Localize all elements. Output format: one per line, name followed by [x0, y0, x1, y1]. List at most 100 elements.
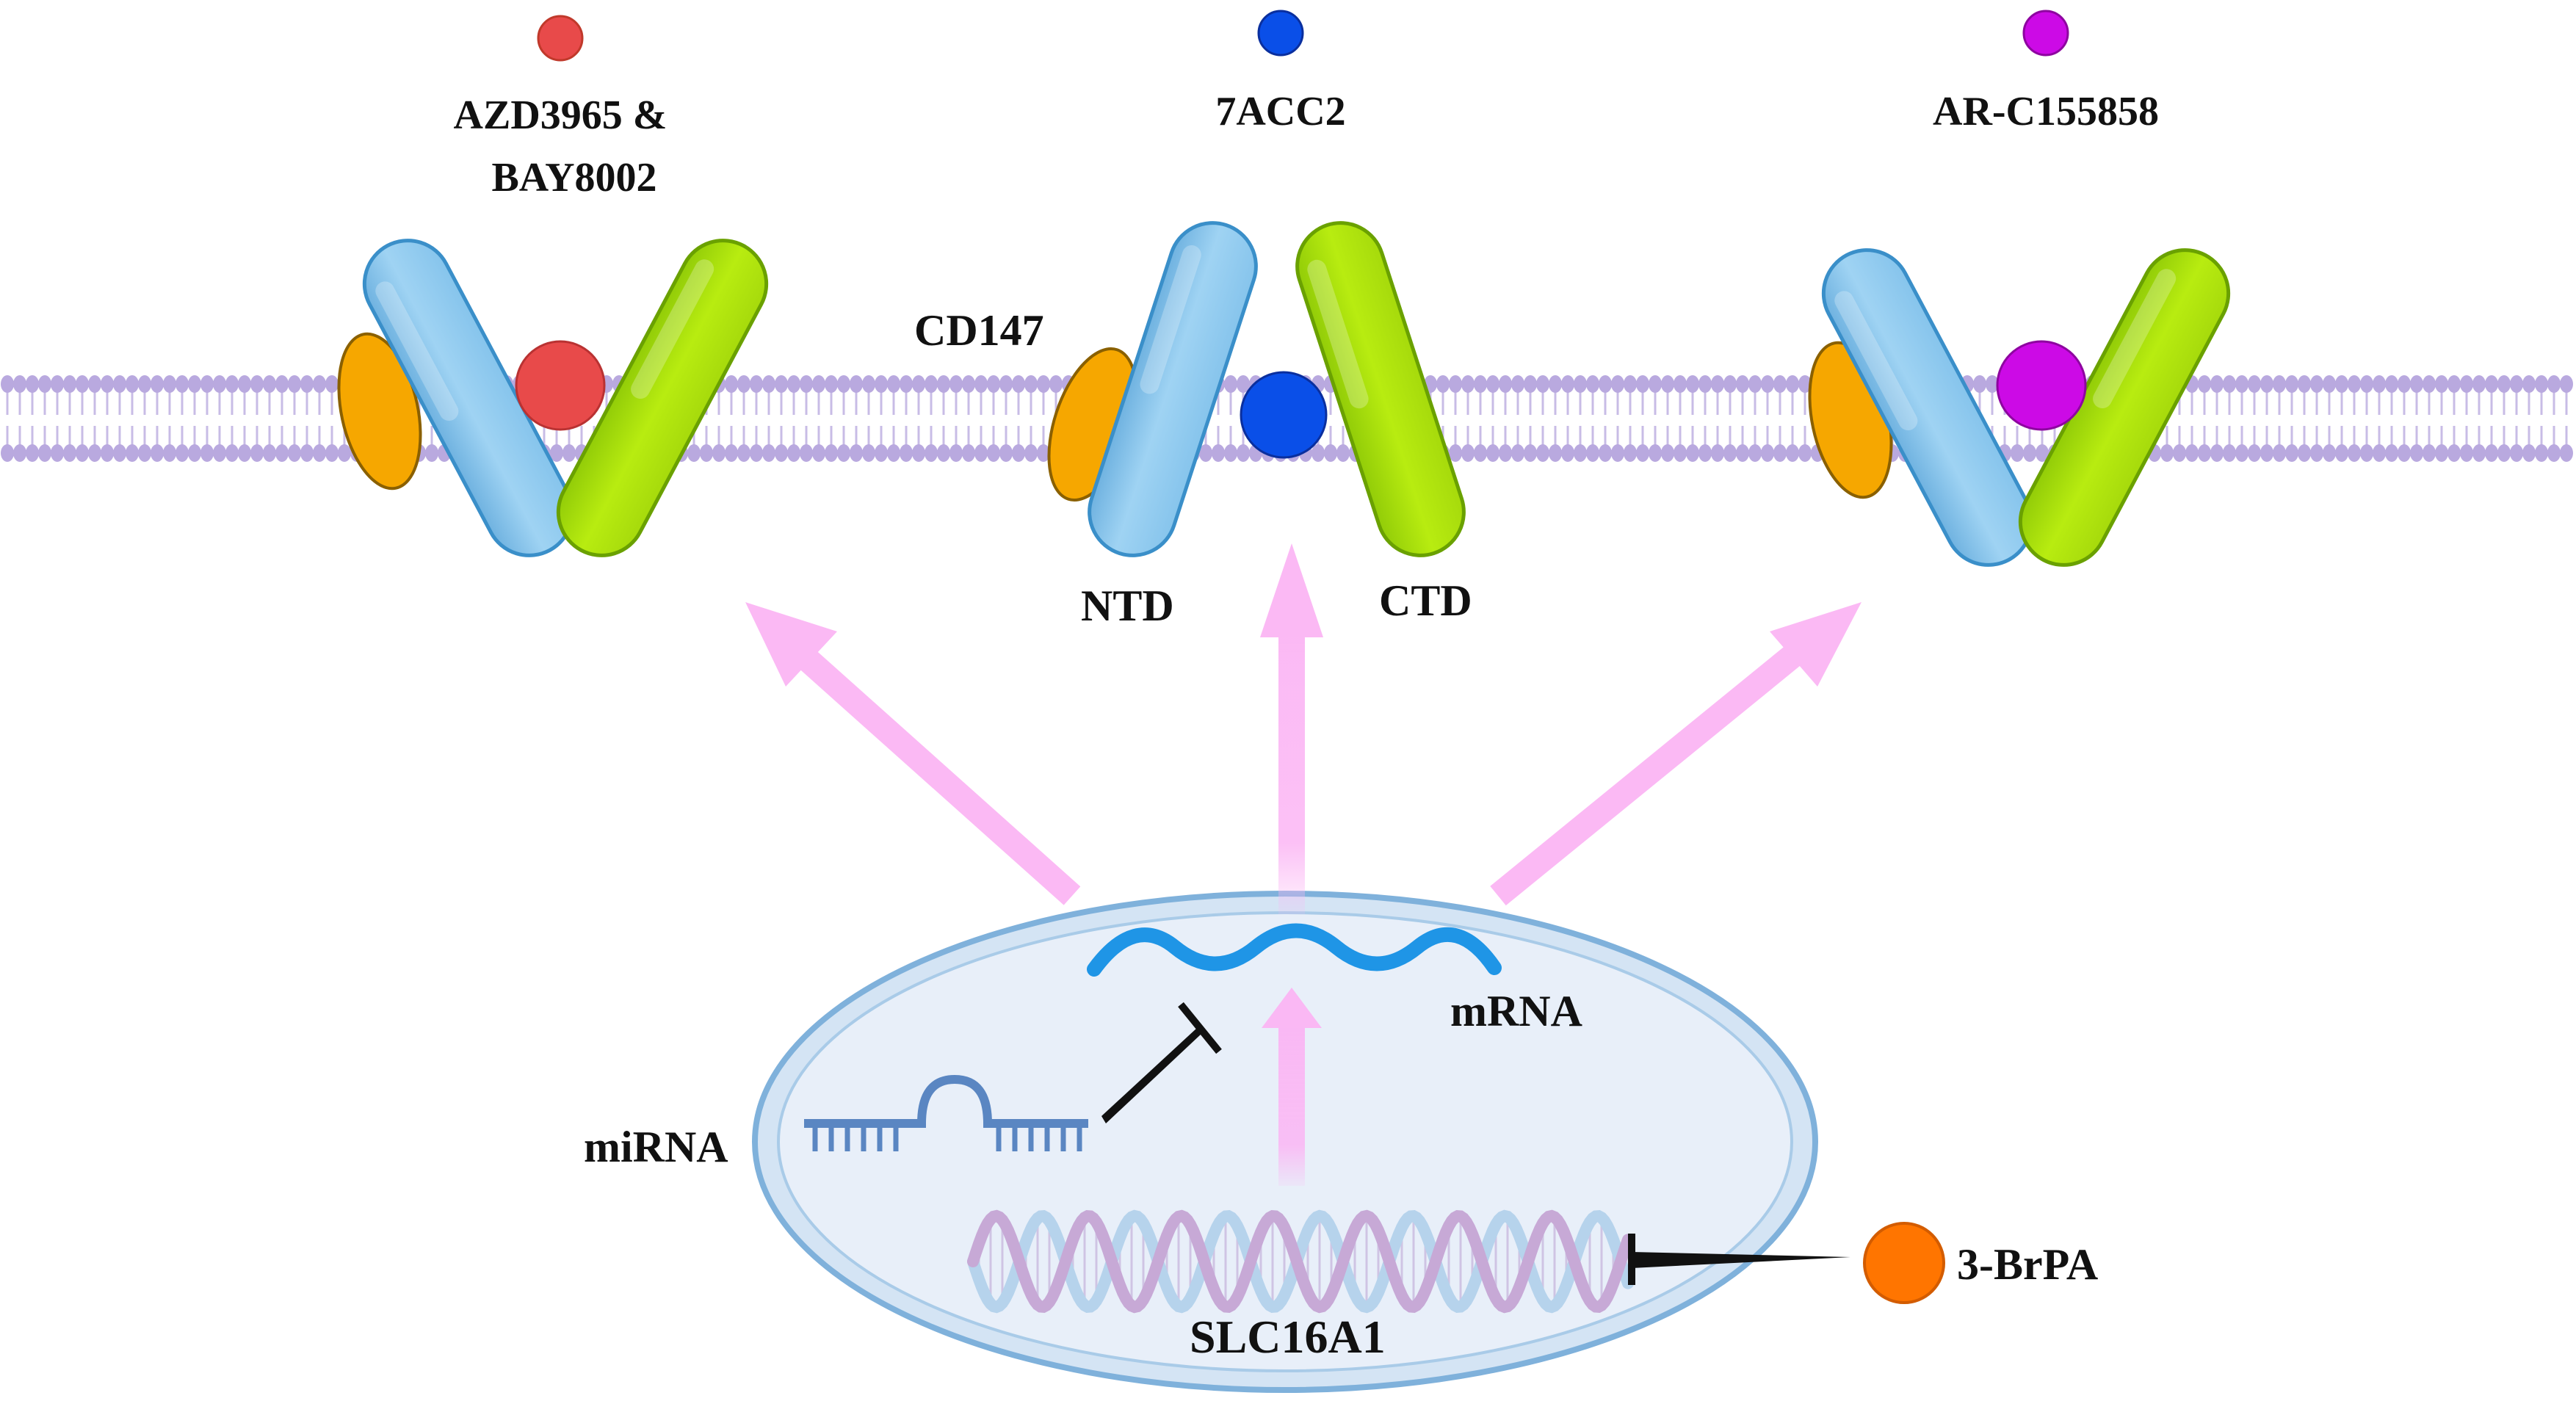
phospholipid-pair — [2535, 375, 2548, 462]
phospholipid-pair — [937, 375, 950, 462]
phospholipid-pair — [900, 375, 913, 462]
phospholipid-pair — [213, 375, 226, 462]
phospholipid-pair — [787, 375, 800, 462]
phospholipid-pair — [1761, 375, 1774, 462]
phospholipid-pair — [288, 375, 301, 462]
phospholipid-pair — [1549, 375, 1562, 462]
phospholipid-pair — [1499, 375, 1512, 462]
dna-strand-b — [967, 1209, 1634, 1314]
phospholipid-pair — [2260, 375, 2273, 462]
phospholipid-pair — [2497, 375, 2511, 462]
phospholipid-pair — [925, 375, 938, 462]
phospholipid-pair — [1536, 375, 1549, 462]
phospholipid-pair — [2472, 375, 2486, 462]
phospholipid-pair — [2510, 375, 2523, 462]
phospholipid-pair — [775, 375, 788, 462]
phospholipid-pair — [163, 375, 176, 462]
phospholipid-pair — [850, 375, 863, 462]
ctd-domain — [1295, 221, 1466, 557]
phospholipid-pair — [2235, 375, 2248, 462]
phospholipid-pair — [138, 375, 151, 462]
phospholipid-pair — [101, 375, 114, 462]
ntd-domain — [362, 239, 575, 557]
brpa-inhibition-line — [1628, 1234, 1850, 1285]
phospholipid-pair — [1024, 375, 1038, 462]
phospholipid-pair — [1798, 375, 1812, 462]
ctd-label: CTD — [1379, 576, 1472, 625]
phospholipid-pair — [962, 375, 975, 462]
phospholipid-pair — [1674, 375, 1687, 462]
phospholipid-pair — [176, 375, 189, 462]
mrna-label: mRNA — [1450, 987, 1582, 1035]
phospholipid-pair — [1649, 375, 1662, 462]
drug-label-ar-c155858: AR-C155858 — [1933, 89, 2159, 134]
cd147-protein — [337, 332, 422, 490]
phospholipid-pair — [1524, 375, 1537, 462]
phospholipid-pair — [250, 375, 264, 462]
phospholipid-pair — [1698, 375, 1712, 462]
phospholipid-pair — [188, 375, 201, 462]
phospholipid-pair — [737, 375, 750, 462]
phospholipid-pair — [837, 375, 850, 462]
phospholipid-pair — [2335, 375, 2348, 462]
phospholipid-pair — [126, 375, 139, 462]
ntd-domain — [1821, 248, 2034, 567]
phospholipid-pair — [887, 375, 900, 462]
phospholipid-pair — [2223, 375, 2236, 462]
phospholipid-pair — [200, 375, 214, 462]
phospholipid-pair — [1224, 375, 1237, 462]
phospholipid-pair — [1611, 375, 1624, 462]
dna-strand-a — [967, 1209, 1634, 1314]
phospholipid-pair — [2423, 375, 2436, 462]
phospholipid-pair — [974, 375, 988, 462]
phospholipid-pair — [1486, 375, 1499, 462]
phospholipid-pair — [275, 375, 289, 462]
drug-label-azd3965: AZD3965 & — [454, 93, 667, 138]
phospholipid-pair — [51, 375, 64, 462]
phospholipid-pair — [2398, 375, 2411, 462]
phospholipid-pair — [2360, 375, 2373, 462]
bound-inhibitor — [1240, 371, 1328, 459]
drug-dot-azd3965-bay8002 — [537, 15, 584, 62]
phospholipid-pair — [2447, 375, 2461, 462]
phospholipid-pair — [238, 375, 251, 462]
phospholipid-pair — [225, 375, 239, 462]
phospholipid-pair — [13, 375, 26, 462]
ctd-domain — [2018, 248, 2231, 567]
phospholipid-pair — [2298, 375, 2311, 462]
phospholipid-pair — [313, 375, 326, 462]
phospholipid-pair — [1037, 375, 1050, 462]
phospholipid-pair — [300, 375, 314, 462]
phospholipid-pair — [912, 375, 925, 462]
phospholipid-pair — [2198, 375, 2211, 462]
phospholipid-pair — [1599, 375, 1612, 462]
mirna-molecule — [804, 1074, 1088, 1151]
phospholipid-pair — [88, 375, 101, 462]
phospholipid-pair — [1686, 375, 1699, 462]
drug-label-7acc2: 7ACC2 — [1215, 89, 1345, 134]
phospholipid-pair — [1624, 375, 1637, 462]
bound-inhibitor — [515, 340, 606, 431]
phospholipid-pair — [26, 375, 39, 462]
phospholipid-pair — [2547, 375, 2561, 462]
phospholipid-pair — [2385, 375, 2398, 462]
phospholipid-pair — [2485, 375, 2498, 462]
phospholipid-pair — [1574, 375, 1587, 462]
phospholipid-pair — [825, 375, 838, 462]
drug-dot-ar-c155858 — [2022, 10, 2069, 57]
phospholipid-pair — [1786, 375, 1799, 462]
drug-label-bay8002: BAY8002 — [491, 155, 656, 200]
translation-arrows — [745, 543, 1862, 1186]
arrow-to-middle-transporter — [1260, 543, 1323, 914]
phospholipid-pair — [1474, 375, 1487, 462]
phospholipid-pair — [875, 375, 888, 462]
phospholipid-pair — [762, 375, 775, 462]
phospholipid-pair — [2410, 375, 2423, 462]
mirna-inhibition-line — [1101, 1002, 1222, 1123]
bound-inhibitor — [1996, 340, 2087, 431]
ntd-domain — [1088, 221, 1258, 557]
phospholipid-pair — [76, 375, 89, 462]
phospholipid-pair — [1461, 375, 1475, 462]
brpa-label: 3-BrPA — [1957, 1240, 2098, 1289]
